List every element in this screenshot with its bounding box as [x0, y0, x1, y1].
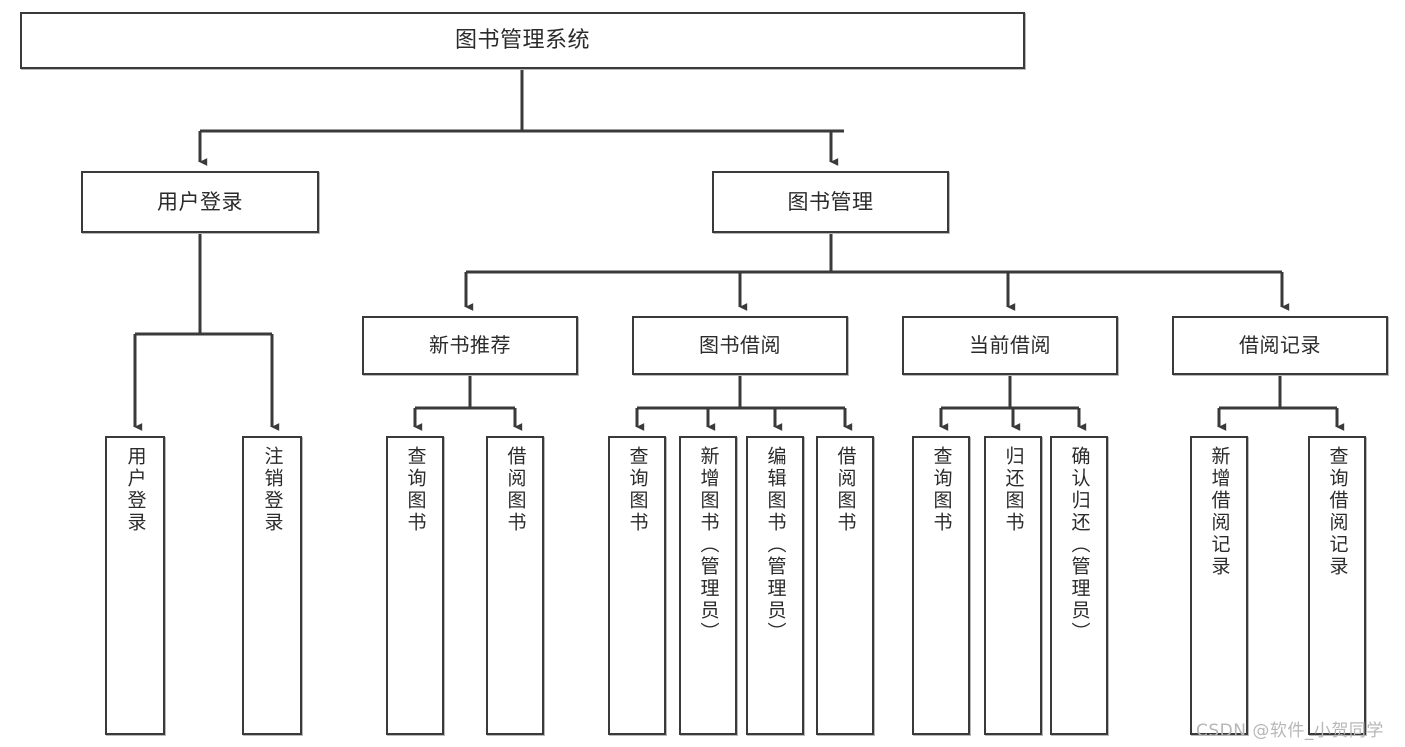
node-current-borrow[interactable]: 当前借阅: [902, 316, 1118, 375]
leaf-confirm-return-admin[interactable]: 确认归还（管理员）: [1050, 436, 1108, 735]
leaf-logout[interactable]: 注销登录: [242, 436, 302, 735]
node-book-borrow[interactable]: 图书借阅: [632, 316, 848, 375]
leaf-borrow-books-new-label: 借阅图书: [504, 446, 527, 534]
node-root-label: 图书管理系统: [454, 27, 590, 53]
leaf-query-books-new-label: 查询图书: [404, 446, 427, 534]
node-current-borrow-label: 当前借阅: [969, 333, 1051, 357]
leaf-user-login[interactable]: 用户登录: [105, 436, 165, 735]
node-user-login[interactable]: 用户登录: [81, 171, 319, 233]
leaf-query-books-borrow[interactable]: 查询图书: [608, 436, 666, 735]
leaf-edit-book-admin-label: 编辑图书（管理员）: [764, 446, 787, 644]
node-new-book-recommend-label: 新书推荐: [429, 333, 511, 357]
node-book-management-label: 图书管理: [787, 189, 874, 214]
leaf-add-borrow-record-label: 新增借阅记录: [1208, 446, 1231, 578]
leaf-query-books-borrow-label: 查询图书: [626, 446, 649, 534]
leaf-return-book[interactable]: 归还图书: [984, 436, 1042, 735]
leaf-query-borrow-record-label: 查询借阅记录: [1326, 446, 1349, 578]
node-new-book-recommend[interactable]: 新书推荐: [362, 316, 578, 375]
leaf-query-books-new[interactable]: 查询图书: [386, 436, 444, 735]
node-book-borrow-label: 图书借阅: [699, 333, 781, 357]
leaf-add-book-admin[interactable]: 新增图书（管理员）: [679, 436, 737, 735]
leaf-confirm-return-admin-label: 确认归还（管理员）: [1068, 446, 1091, 644]
leaf-return-book-label: 归还图书: [1002, 446, 1025, 534]
csdn-watermark-text: CSDN @软件_小贺同学: [1196, 721, 1384, 741]
leaf-edit-book-admin[interactable]: 编辑图书（管理员）: [746, 436, 804, 735]
leaf-borrow-books-new[interactable]: 借阅图书: [486, 436, 544, 735]
leaf-query-books-current[interactable]: 查询图书: [912, 436, 970, 735]
leaf-query-books-current-label: 查询图书: [930, 446, 953, 534]
leaf-logout-label: 注销登录: [261, 446, 284, 534]
node-user-login-label: 用户登录: [157, 189, 243, 214]
node-borrow-records-label: 借阅记录: [1239, 333, 1321, 357]
node-borrow-records[interactable]: 借阅记录: [1172, 316, 1388, 375]
leaf-query-borrow-record[interactable]: 查询借阅记录: [1308, 436, 1366, 735]
leaf-borrow-book-label: 借阅图书: [834, 446, 857, 534]
leaf-add-borrow-record[interactable]: 新增借阅记录: [1190, 436, 1248, 735]
node-book-management[interactable]: 图书管理: [712, 171, 949, 233]
leaf-add-book-admin-label: 新增图书（管理员）: [697, 446, 720, 644]
csdn-watermark: CSDN @软件_小贺同学: [1196, 716, 1384, 741]
node-root[interactable]: 图书管理系统: [20, 12, 1025, 69]
leaf-borrow-book[interactable]: 借阅图书: [816, 436, 874, 735]
leaf-user-login-label: 用户登录: [124, 446, 147, 534]
